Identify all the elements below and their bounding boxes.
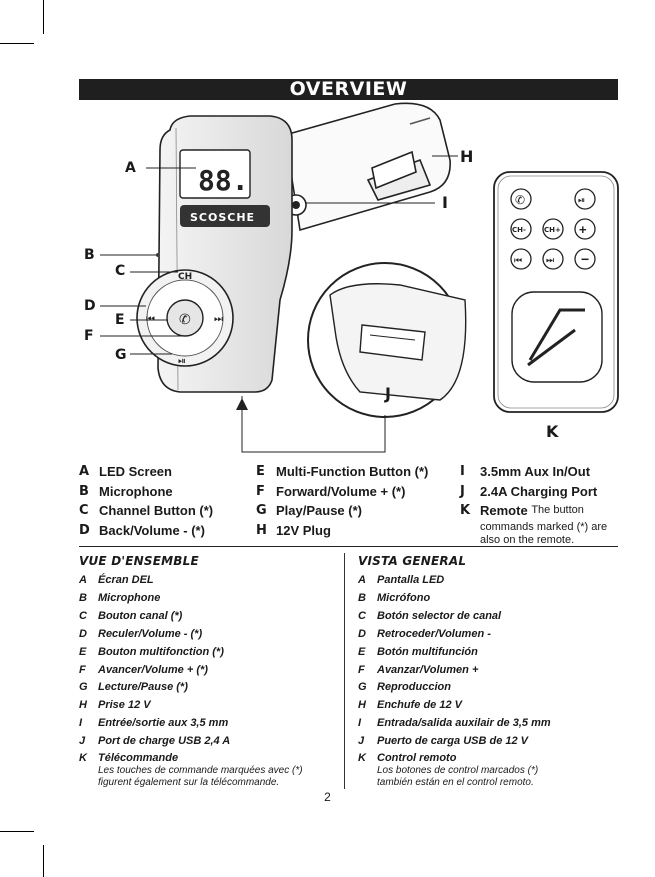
product-illustration: 88. SCOSCHE CH ⏮ ⏭ ⏯ ✆ ✆ ⏯ CH- CH+ + ⏮	[100, 102, 619, 453]
svg-text:+: +	[579, 222, 587, 237]
svg-text:✆: ✆	[515, 193, 525, 207]
callout-f: F	[84, 328, 94, 344]
phone-icon: ✆	[179, 311, 191, 327]
crop-mark-bottom-left-h	[0, 831, 34, 832]
spanish-title: VISTA GENERAL	[358, 554, 467, 568]
callout-g: G	[115, 347, 127, 363]
remote-prev-button[interactable]	[510, 248, 532, 270]
section-divider	[79, 546, 618, 547]
led-screen	[179, 149, 251, 199]
callout-i: I	[442, 193, 448, 212]
svg-text:CH-: CH-	[512, 226, 526, 234]
callout-k: K	[546, 422, 559, 441]
callout-e: E	[115, 312, 125, 328]
page-number: 2	[324, 790, 331, 804]
svg-text:⏮: ⏮	[514, 255, 522, 265]
callout-j: J	[385, 384, 391, 403]
remote-phone-button[interactable]	[510, 188, 532, 210]
french-title: VUE D'ENSEMBLE	[79, 554, 199, 568]
svg-text:−: −	[581, 251, 589, 267]
play-pause-icon[interactable]: ⏯	[178, 356, 186, 367]
multi-function-button[interactable]	[166, 299, 204, 337]
svg-text:CH+: CH+	[544, 226, 561, 234]
led-digits: 88.	[198, 164, 249, 197]
callout-b: B	[84, 247, 95, 263]
transmitter-body: 88. SCOSCHE CH ⏮ ⏭ ⏯ ✆	[136, 115, 293, 393]
brand-logo: SCOSCHE	[190, 211, 255, 224]
page-title: OVERVIEW	[79, 79, 618, 100]
usb-port-zoom	[307, 262, 467, 418]
12v-plug	[284, 102, 451, 232]
remote-control: ✆ ⏯ CH- CH+ + ⏮ ⏭ −	[493, 171, 619, 413]
svg-text:⏭: ⏭	[546, 255, 554, 265]
remote-minus-button[interactable]	[574, 248, 596, 270]
column-divider	[344, 553, 345, 789]
next-track-icon[interactable]: ⏭	[214, 314, 223, 325]
remote-ch-minus-button[interactable]	[510, 218, 532, 240]
channel-button[interactable]: CH	[178, 272, 192, 282]
remote-plus-button[interactable]	[574, 218, 596, 240]
callout-c: C	[115, 263, 126, 279]
callout-h: H	[460, 147, 474, 166]
remote-next-button[interactable]	[542, 248, 564, 270]
crop-mark-top-left-h	[0, 43, 34, 44]
crop-mark-bottom-left-v	[43, 845, 44, 877]
remote-ch-plus-button[interactable]	[542, 218, 564, 240]
crop-mark-top-left-v	[43, 0, 44, 34]
callout-d: D	[84, 298, 96, 314]
remote-play-pause-button[interactable]	[574, 188, 596, 210]
svg-text:⏯: ⏯	[578, 195, 585, 205]
remote-logo-pad	[511, 291, 603, 383]
callout-a: A	[125, 160, 136, 176]
